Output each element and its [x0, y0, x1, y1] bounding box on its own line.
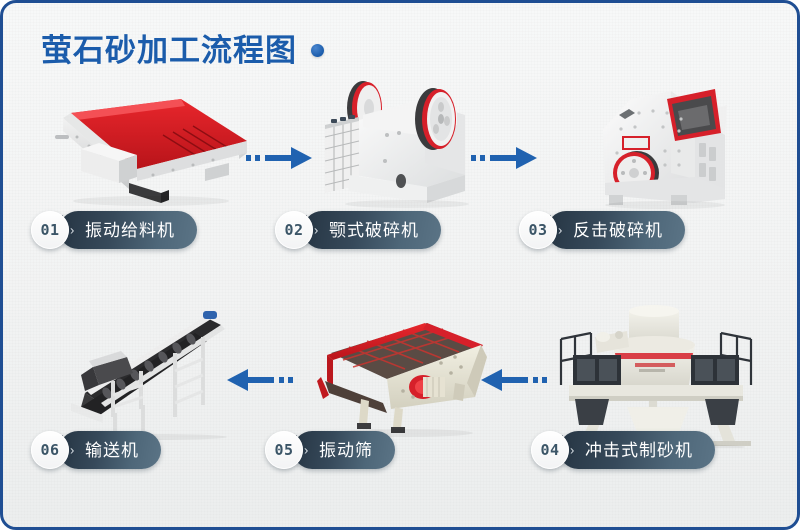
step-label-01[interactable]: 01 › 振动给料机 — [31, 211, 197, 249]
stage-impact-crusher — [575, 65, 755, 213]
stage-sand-making-machine — [551, 303, 781, 448]
step-label-text-05: 振动筛 — [319, 440, 373, 460]
vibrating-screen-icon — [317, 323, 487, 437]
page-title-text: 萤石砂加工流程图 — [41, 33, 297, 68]
chevron-right-icon: › — [304, 442, 309, 458]
step-label-text-01: 振动给料机 — [85, 220, 175, 240]
step-bubble-01[interactable]: › 振动给料机 — [47, 211, 197, 249]
step-label-04[interactable]: 04 › 冲击式制砂机 — [531, 431, 715, 469]
step-bubble-04[interactable]: › 冲击式制砂机 — [547, 431, 715, 469]
belt-conveyor-icon — [71, 311, 227, 440]
arrow-step5-to-step6 — [221, 365, 293, 400]
chevron-right-icon: › — [558, 222, 563, 238]
chevron-right-icon: › — [314, 222, 319, 238]
circle-dot-icon — [311, 44, 324, 57]
step-label-text-06: 输送机 — [85, 440, 139, 460]
page-title: 萤石砂加工流程图 — [41, 35, 324, 66]
step-label-text-04: 冲击式制砂机 — [585, 440, 693, 460]
impact-crusher-icon — [603, 89, 727, 209]
step-label-02[interactable]: 02 › 颚式破碎机 — [275, 211, 441, 249]
step-label-text-03: 反击破碎机 — [573, 220, 663, 240]
arrow-step4-to-step5 — [475, 365, 547, 400]
step-bubble-06[interactable]: › 输送机 — [47, 431, 161, 469]
sand-making-machine-icon — [559, 305, 753, 448]
step-label-06[interactable]: 06 › 输送机 — [31, 431, 161, 469]
step-bubble-03[interactable]: › 反击破碎机 — [535, 211, 685, 249]
step-number-06: 06 — [31, 431, 69, 469]
step-bubble-02[interactable]: › 颚式破碎机 — [291, 211, 441, 249]
chevron-right-icon: › — [70, 222, 75, 238]
step-number-02: 02 — [275, 211, 313, 249]
jaw-crusher-icon — [324, 81, 469, 208]
stage-jaw-crusher — [315, 63, 495, 213]
arrow-step2-to-step3 — [471, 143, 543, 178]
chevron-right-icon: › — [70, 442, 75, 458]
stage-vibrating-screen — [295, 301, 495, 439]
chevron-right-icon: › — [570, 442, 575, 458]
step-number-03: 03 — [519, 211, 557, 249]
stage-vibrating-feeder — [33, 83, 258, 208]
step-number-01: 01 — [31, 211, 69, 249]
arrow-step1-to-step2 — [246, 143, 318, 178]
vibrating-feeder-icon — [55, 99, 247, 206]
step-label-05[interactable]: 05 › 振动筛 — [265, 431, 395, 469]
step-label-text-02: 颚式破碎机 — [329, 220, 419, 240]
step-bubble-05[interactable]: › 振动筛 — [281, 431, 395, 469]
stage-belt-conveyor — [55, 295, 265, 441]
step-label-03[interactable]: 03 › 反击破碎机 — [519, 211, 685, 249]
step-number-05: 05 — [265, 431, 303, 469]
step-number-04: 04 — [531, 431, 569, 469]
